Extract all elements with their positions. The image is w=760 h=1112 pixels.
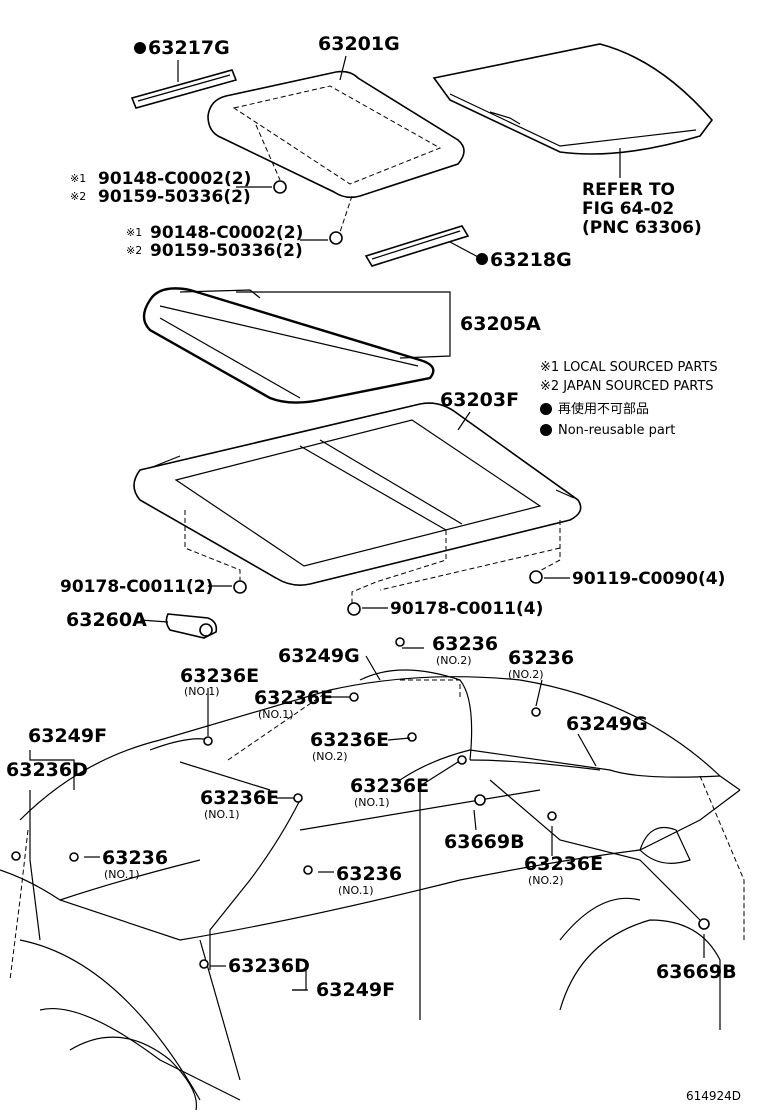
label-63260a: 63260A	[66, 609, 147, 631]
label-63249g-right: 63249G	[566, 713, 648, 735]
sunshade-panel	[432, 43, 714, 155]
bolt-upper-left	[255, 124, 287, 194]
non-reusable-dot-icon	[476, 253, 488, 265]
label-63236e-c-sub: (NO.2)	[312, 750, 348, 763]
non-reusable-dot-icon	[540, 424, 552, 436]
sunroof-glass-63201g	[207, 70, 465, 199]
diagram-id: 614924D	[686, 1089, 741, 1103]
label-63236-mid: 63236	[336, 863, 402, 885]
bolt-lower-left	[329, 195, 353, 245]
legend: ※1 LOCAL SOURCED PARTS ※2 JAPAN SOURCED …	[540, 360, 718, 438]
label-63205a: 63205A	[460, 313, 541, 335]
weatherstrip-63217g	[130, 69, 238, 109]
label-63669b-mid: 63669B	[444, 831, 525, 853]
label-63249g-top: 63249G	[278, 645, 360, 667]
sunroof-housing-63203f	[133, 402, 582, 586]
label-63236e-b-sub: (NO.1)	[258, 708, 294, 721]
label-63217g: 63217G	[148, 37, 230, 59]
drain-hose-front	[359, 669, 601, 771]
label-63236e-d: 63236E	[350, 775, 429, 797]
label-63203f: 63203F	[440, 389, 519, 411]
label-63236-top-sub: (NO.2)	[436, 654, 472, 667]
label-90148-lower: 90148-C0002(2)	[150, 223, 303, 243]
label-63236-left: 63236	[102, 847, 168, 869]
label-63236e-a-sub: (NO.1)	[184, 685, 220, 698]
mark-japan-1: ※2	[70, 190, 86, 203]
clip-90119	[529, 570, 543, 584]
label-63201g: 63201G	[318, 33, 400, 55]
mark-japan-2: ※2	[126, 244, 142, 257]
label-63236-right: 63236	[508, 647, 574, 669]
label-63249f-top: 63249F	[28, 725, 107, 747]
label-63236e-f: 63236E	[524, 853, 603, 875]
label-90178-left: 90178-C0011(2)	[60, 577, 213, 597]
label-refer-line2: FIG 64-02	[582, 199, 674, 219]
hose-fitting-63669b-mid	[474, 794, 486, 806]
label-refer-line3: (PNC 63306)	[582, 218, 702, 238]
mark-local-2: ※1	[126, 226, 142, 239]
label-refer-line1: REFER TO	[582, 180, 675, 200]
sunroof-motor-63260a	[165, 613, 218, 639]
label-63236-top: 63236	[432, 633, 498, 655]
non-reusable-dot-icon	[134, 42, 146, 54]
legend-nonreusable-jp: 再使用不可部品	[558, 401, 649, 417]
weatherstrip-63218g	[364, 225, 470, 267]
label-63236e-f-sub: (NO.2)	[528, 874, 564, 887]
label-90178-bottom: 90178-C0011(4)	[390, 599, 543, 619]
label-90148-upper: 90148-C0002(2)	[98, 169, 251, 189]
label-63236e-d-sub: (NO.1)	[354, 796, 390, 809]
mark-local-1: ※1	[70, 172, 86, 185]
label-63236d-left: 63236D	[6, 759, 88, 781]
label-63236-left-sub: (NO.1)	[104, 868, 140, 881]
sunroof-seal-63205a	[142, 287, 435, 404]
label-90119: 90119-C0090(4)	[572, 569, 725, 589]
legend-nonreusable-en: Non-reusable part	[558, 423, 675, 438]
label-63218g: 63218G	[490, 249, 572, 271]
label-63236e-c: 63236E	[310, 729, 389, 751]
label-63236e-b: 63236E	[254, 687, 333, 709]
label-63669b-right: 63669B	[656, 961, 737, 983]
legend-japan-sourced: ※2 JAPAN SOURCED PARTS	[540, 379, 714, 394]
label-90159-lower: 90159-50336(2)	[150, 241, 303, 261]
hose-fitting-63669b-right	[698, 918, 710, 930]
label-63236e-e: 63236E	[200, 787, 279, 809]
label-63236d-bottom: 63236D	[228, 955, 310, 977]
label-63249f-bottom: 63249F	[316, 979, 395, 1001]
non-reusable-dot-icon	[540, 403, 552, 415]
label-63236e-e-sub: (NO.1)	[204, 808, 240, 821]
clip-90178-left	[233, 580, 247, 594]
label-63236-mid-sub: (NO.1)	[338, 884, 374, 897]
legend-local-sourced: ※1 LOCAL SOURCED PARTS	[540, 360, 718, 375]
label-90159-upper: 90159-50336(2)	[98, 187, 251, 207]
label-63236e-a: 63236E	[180, 665, 259, 687]
clip-90178-bottom	[347, 602, 361, 616]
label-63236-right-sub: (NO.2)	[508, 668, 544, 681]
